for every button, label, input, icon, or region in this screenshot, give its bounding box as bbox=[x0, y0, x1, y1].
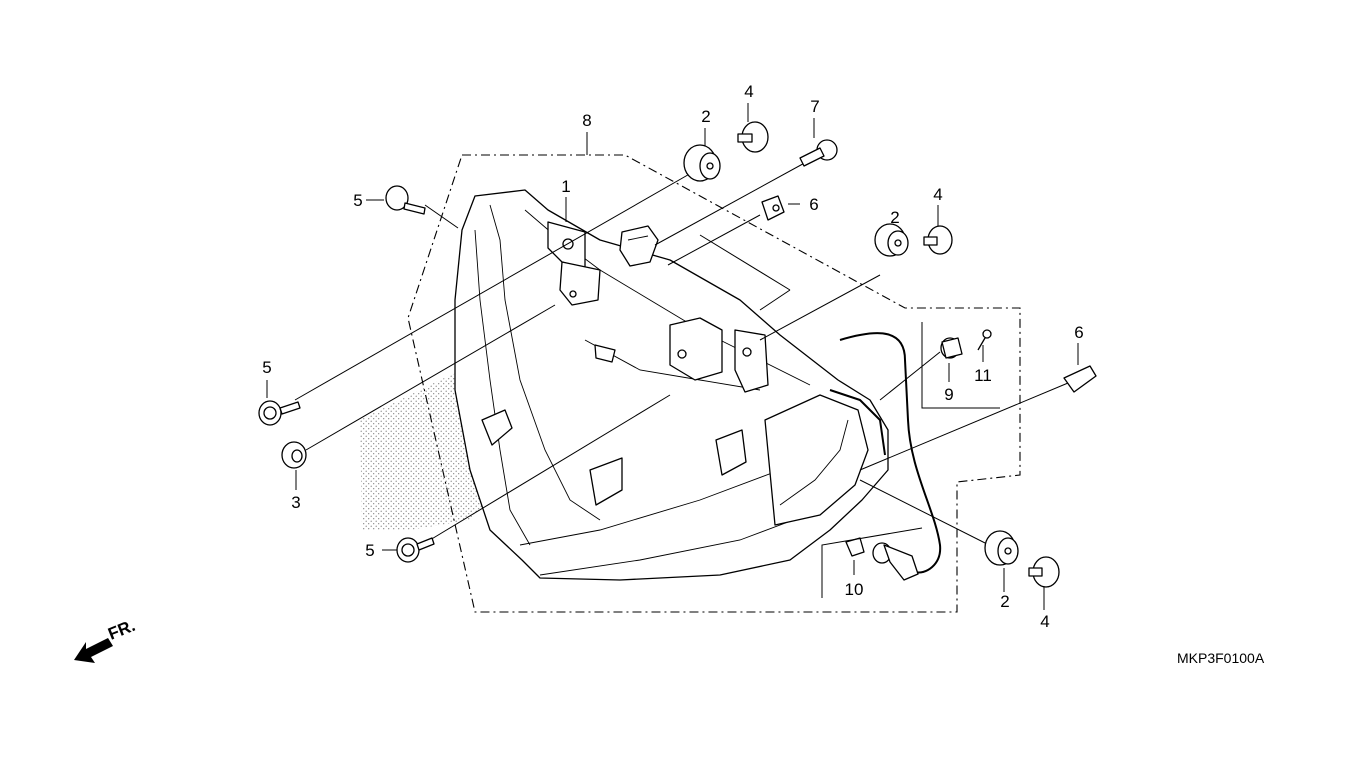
bulb-part-10 bbox=[845, 537, 919, 581]
clip-nut-part-6-right bbox=[1063, 365, 1097, 393]
bolt-part-5-top bbox=[385, 185, 426, 215]
screw-part-7 bbox=[799, 139, 838, 167]
collar-part-4-bottom bbox=[1028, 556, 1060, 588]
callout-2-mid: 2 bbox=[890, 208, 899, 227]
clip-nut-part-6-top bbox=[761, 195, 785, 221]
callout-11: 11 bbox=[974, 366, 992, 385]
bolt-part-5-left bbox=[258, 400, 301, 426]
leader-lines bbox=[266, 103, 1079, 610]
callout-9: 9 bbox=[944, 385, 953, 404]
callout-4-bottom: 4 bbox=[1040, 612, 1049, 631]
callout-4-mid: 4 bbox=[933, 185, 942, 204]
callout-2-top: 2 bbox=[701, 107, 710, 126]
callout-5-top: 5 bbox=[353, 191, 362, 210]
callout-5-bottom: 5 bbox=[365, 541, 374, 560]
collar-part-4-mid bbox=[923, 225, 953, 255]
callout-6-top: 6 bbox=[809, 195, 818, 214]
screw-part-11 bbox=[977, 329, 992, 351]
callout-10: 10 bbox=[845, 580, 864, 599]
collar-part-4-top bbox=[737, 121, 769, 153]
bolt-part-5-bottom bbox=[396, 537, 435, 563]
hardware-parts bbox=[258, 121, 1097, 588]
headlight-housing bbox=[454, 189, 889, 581]
grommet-part-2-top bbox=[683, 144, 721, 182]
front-label: FR. bbox=[105, 616, 138, 644]
callout-7: 7 bbox=[810, 97, 819, 116]
callout-1: 1 bbox=[561, 177, 570, 196]
wire-harness bbox=[839, 332, 942, 574]
washer-part-3 bbox=[281, 441, 307, 469]
callout-2-bottom: 2 bbox=[1000, 592, 1009, 611]
front-direction-indicator: FR. bbox=[74, 616, 138, 663]
part-code: MKP3F0100A bbox=[1177, 650, 1265, 666]
sub-box-10 bbox=[821, 527, 923, 598]
callout-4-top: 4 bbox=[744, 82, 753, 101]
grommet-part-2-bottom bbox=[984, 530, 1019, 566]
callout-8: 8 bbox=[582, 111, 591, 130]
sub-box-9-11 bbox=[921, 322, 1000, 409]
front-arrow-icon bbox=[74, 638, 113, 663]
callout-5-left: 5 bbox=[262, 358, 271, 377]
callout-6-right: 6 bbox=[1074, 323, 1083, 342]
clamp-part-9 bbox=[940, 337, 963, 359]
callout-3: 3 bbox=[291, 493, 300, 512]
grommet-part-2-mid bbox=[874, 223, 909, 257]
callout-labels: 1 8 2 4 7 6 5 2 4 6 5 3 5 9 11 10 2 4 bbox=[262, 82, 1083, 631]
